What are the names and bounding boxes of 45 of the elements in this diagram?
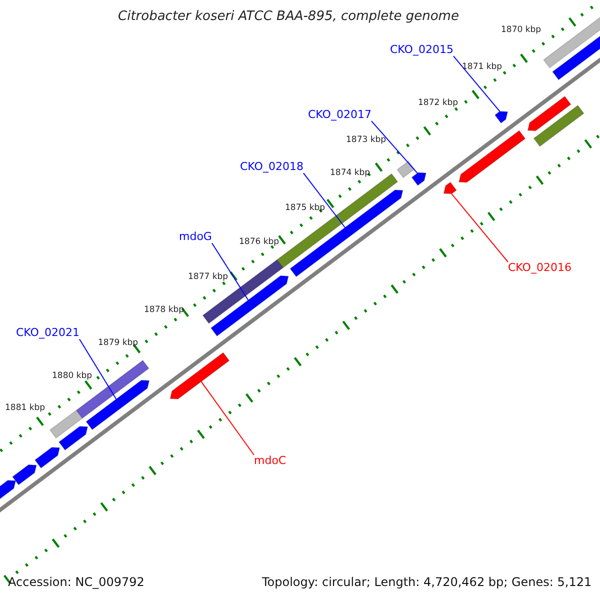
gene-label: mdoC — [254, 455, 286, 468]
gene-label: CKO_02021 — [16, 327, 80, 340]
gene-block — [443, 182, 458, 194]
tick-label: 1870 kbp — [501, 26, 542, 36]
tick-label: 1874 kbp — [330, 169, 370, 178]
gene-label: CKO_02015 — [390, 44, 454, 56]
leader-line — [302, 172, 346, 228]
leader-line — [451, 193, 508, 262]
gene-block — [396, 160, 416, 178]
tick-label: 1871 kbp — [462, 63, 502, 72]
gene-block — [411, 172, 427, 186]
tick-label: 1881 kbp — [5, 404, 46, 414]
gene-block — [34, 446, 60, 469]
leader-line — [452, 56, 500, 112]
leader-line — [370, 120, 418, 174]
gene-block — [86, 380, 150, 430]
leader-line — [78, 338, 117, 400]
gene-block — [12, 464, 38, 486]
leader-line — [211, 242, 249, 301]
info-text: Topology: circular; Length: 4,720,462 bp; Genes: 5,121 — [262, 576, 592, 590]
gene-label: CKO_02017 — [308, 109, 372, 122]
tick-label: 1880 kbp — [52, 372, 92, 382]
tick-label: 1877 kbp — [188, 273, 228, 282]
gene-block — [458, 130, 526, 183]
tick-label: 1872 kbp — [418, 99, 458, 108]
title-text: Citrobacter koseri ATCC BAA-895, complete genome — [118, 10, 459, 24]
gene-label: mdoG — [179, 231, 212, 244]
gene-label: CKO_02018 — [240, 161, 304, 174]
info-text: Accession: NC_009792 — [8, 576, 144, 590]
gene-block — [527, 96, 572, 132]
tick-label: 1873 kbp — [346, 136, 386, 146]
gene-block — [76, 360, 150, 419]
gene-block — [58, 426, 88, 451]
gene-block — [542, 14, 600, 68]
tick-label: 1875 kbp — [285, 204, 326, 214]
tick-label: 1876 kbp — [239, 238, 280, 248]
gene-block — [494, 110, 508, 124]
gene-block — [170, 352, 230, 400]
tick-label: 1879 kbp — [98, 339, 138, 348]
gene-block — [533, 104, 584, 148]
gene-block — [0, 480, 16, 502]
gene-block — [49, 410, 84, 439]
gene-label: CKO_02016 — [508, 262, 572, 274]
leader-line — [200, 381, 254, 456]
tick-label: 1878 kbp — [144, 306, 184, 316]
